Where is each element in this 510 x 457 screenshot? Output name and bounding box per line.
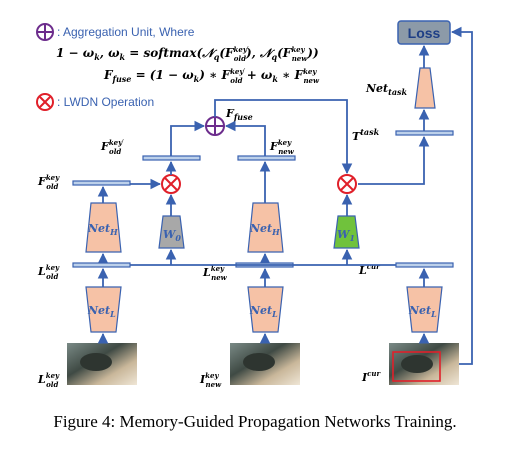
lwdn-operation-icon: [36, 93, 54, 111]
image-old-key: [67, 343, 137, 385]
net-l-block-1: [85, 286, 122, 333]
f-new-key-bar: [237, 155, 296, 161]
w1-label: W1: [337, 228, 355, 243]
l-cur-bar: [395, 262, 454, 268]
net-task-label: Nettask: [365, 82, 408, 97]
net-l-label-1: NetL: [87, 304, 116, 319]
net-task-block: [414, 67, 436, 109]
lwdn-op-left: [161, 174, 181, 194]
lwdn-legend-label: : LWDN Operation: [57, 95, 154, 109]
cur-highlight-box: [392, 351, 441, 382]
f-old-key-prime-label: Fkey′old: [100, 138, 124, 156]
figure-caption: Figure 4: Memory-Guided Propagation Netw…: [53, 412, 456, 431]
lwdn-op-right: [337, 174, 357, 194]
image-cur: [389, 343, 459, 385]
w0-label: W0: [163, 228, 181, 243]
f-old-key-bar: [72, 180, 131, 186]
t-task-label: Ttask: [352, 127, 380, 143]
net-h-left-label: NetH: [87, 222, 118, 237]
i-cur-label: Icur: [361, 369, 382, 384]
f-old-key-prime-bar: [142, 155, 201, 161]
net-l-label-3: NetL: [408, 304, 437, 319]
arrows: [97, 26, 473, 365]
net-l-label-2: NetL: [249, 304, 278, 319]
aggregation-legend-label: : Aggregation Unit, Where: [57, 25, 195, 39]
net-l-block-3: [406, 286, 443, 333]
loss-box: [397, 20, 451, 45]
net-l-block-2: [247, 286, 284, 333]
l-old-key-bar: [72, 262, 131, 268]
t-task-bar: [395, 130, 454, 136]
net-h-mid-block: [247, 202, 284, 253]
l-cur-label: Lcur: [358, 262, 381, 277]
loss-label: Loss: [408, 25, 441, 41]
image-new-key: [230, 343, 300, 385]
formula-softmax: 1 − ωk, ωk = softmax(𝒩q(Fkey′old), 𝒩q(Fk…: [56, 45, 319, 63]
f-fuse-label: Ffuse: [225, 107, 253, 122]
net-h-mid-label: NetH: [249, 222, 280, 237]
net-h-left-block: [85, 202, 122, 253]
legend-lwdn: : LWDN Operation: [36, 93, 154, 111]
w1-block: [333, 215, 360, 249]
legend-aggregation: : Aggregation Unit, Where: [36, 23, 195, 41]
w0-block: [158, 215, 185, 249]
